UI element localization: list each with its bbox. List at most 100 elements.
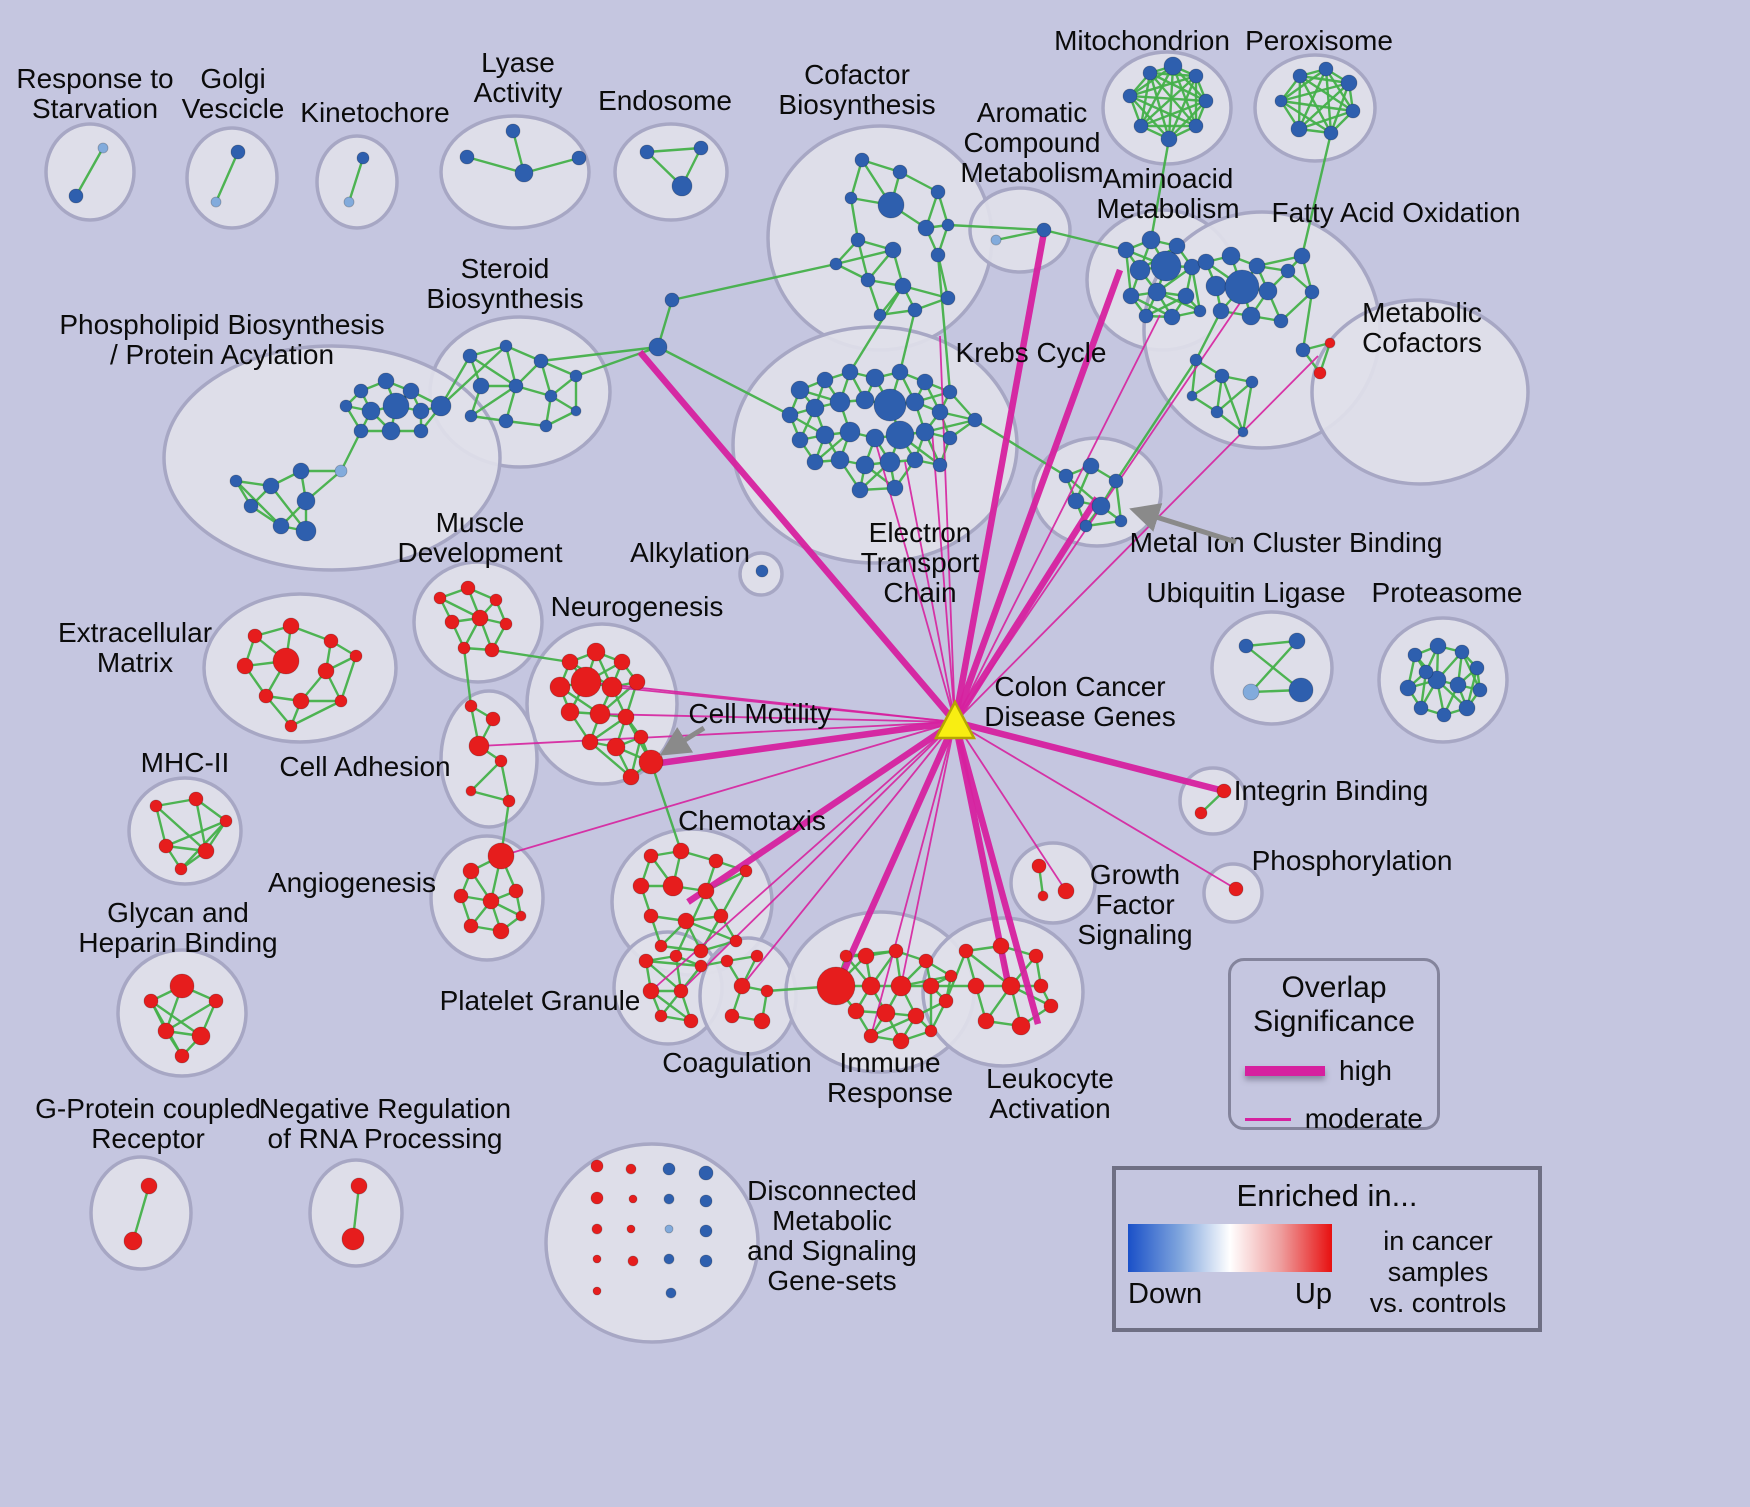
gene-set-node-fatty-acid-oxidation [1212,302,1230,320]
gene-set-node-disconnected-gene-sets [662,1162,676,1176]
gene-set-node-platelet-granule [638,953,654,969]
gene-set-node-electron-transport-chain [905,392,925,412]
gene-set-node-electron-transport-chain [873,388,907,422]
gene-set-node-neurogenesis [638,749,664,775]
overlap-link-high [951,231,1048,723]
gene-set-edge [645,960,682,992]
gene-set-node-electron-transport-chain [830,450,850,470]
cluster-label-neurogenesis: Neurogenesis [551,591,724,622]
cluster-label-mhc-ii: MHC-II [141,747,230,778]
gene-set-edge [646,146,702,154]
gene-set-edge [835,248,894,266]
gene-set-node-disconnected-gene-sets [591,1223,603,1235]
cluster-label-angiogenesis: Angiogenesis [268,867,436,898]
cluster-label-electron-transport-chain: Transport [861,547,980,578]
gene-set-node-chemotaxis [677,912,695,930]
cluster-label-extracellular-matrix: Matrix [97,647,173,678]
gene-set-node-disconnected-gene-sets [628,1194,638,1204]
gene-set-node-steroid-biosynthesis [498,413,514,429]
gene-set-node-disconnected-gene-sets [663,1193,675,1205]
gene-set-node-lyase-activity [505,123,521,139]
gene-set-edge [1280,291,1313,322]
gene-set-node-phospholipid-biosynthesis-protein-acylation [430,395,452,417]
cluster-coagulation-ellipse [698,936,798,1056]
gene-set-node-steroid-biosynthesis [464,409,478,423]
gene-set-node-cell-adhesion [494,754,508,768]
gene-set-node-disconnected-gene-sets [665,1287,677,1299]
gene-set-node-immune-response [890,975,912,997]
gene-set-node-electron-transport-chain [855,390,875,410]
gene-set-node-g-protein-coupled-receptor [140,1177,158,1195]
colon-cancer-hub-label: Colon Cancer [994,671,1165,702]
gene-set-node-chemotaxis [713,908,729,924]
cluster-lyase-activity-ellipse [439,114,591,230]
gene-set-node-chemotaxis [729,934,743,948]
gene-set-node-phospholipid-biosynthesis-protein-acylation [377,372,395,390]
gene-set-node-integrin-binding [1216,783,1232,799]
gene-set-node-phospholipid-biosynthesis-protein-acylation [361,401,381,421]
gene-set-node-aminoacid-metabolism [1129,259,1151,281]
gene-set-node-aminoacid-metabolism [1177,287,1195,305]
overlap-link-moderate [500,721,956,857]
gene-set-node-electron-transport-chain [942,430,958,446]
gene-set-node-neurogenesis [606,737,626,757]
gene-set-edge [347,157,365,203]
gene-set-node-proteasome [1418,664,1434,680]
gene-set-node-muscle-development [444,614,460,630]
gene-set-node-coagulation [720,954,734,968]
gene-set-node-disconnected-gene-sets [590,1159,604,1173]
gene-set-node-mhc-ii [174,862,188,876]
cluster-label-phospholipid-biosynthesis-protein-acylation: Phospholipid Biosynthesis [59,309,384,340]
gene-set-edge [235,480,282,527]
cell-motility-arrow [659,725,706,756]
overlap-link-moderate [954,355,1319,723]
gene-set-node-immune-response [857,947,875,965]
gene-set-node-cofactor-biosynthesis [907,302,923,318]
gene-set-node-platelet-granule [642,982,660,1000]
cluster-golgi-vescicle-ellipse [185,126,279,230]
gene-set-node-angiogenesis [453,888,469,904]
gene-set-node-phospholipid-biosynthesis-protein-acylation [402,382,420,400]
gene-set-node-aminoacid-metabolism [1122,287,1140,305]
cluster-cell-adhesion-ellipse [439,689,539,829]
gene-set-edge [1245,639,1298,648]
gene-set-node-phosphorylation [1228,881,1244,897]
gene-set-node-steroid-biosynthesis [508,378,524,394]
overlap-link-moderate [741,721,956,987]
gene-set-edge [1298,75,1333,134]
gene-set-node-response-to-starvation [97,142,109,154]
gene-set-node-cell-adhesion [485,711,501,727]
gene-set-node-cofactor-biosynthesis [894,277,912,295]
gene-set-node-angiogenesis [508,883,524,899]
cluster-label-leukocyte-activation: Activation [989,1093,1110,1124]
gene-set-bridge-edge [936,254,952,393]
gene-set-node-steroid-biosynthesis [472,377,490,395]
gene-set-node-electron-transport-chain [916,373,934,391]
gene-set-node-cofactor-biosynthesis [892,164,908,180]
gene-set-bridge-edge [947,223,1045,232]
overlap-legend-item-moderate: moderate [1245,1103,1423,1135]
cluster-label-leukocyte-activation: Leukocyte [986,1063,1114,1094]
gene-set-node-chemotaxis [693,943,709,959]
gene-set-node-muscle-development [433,591,447,605]
gene-set-node-glycan-and-heparin-binding [191,1026,211,1046]
gene-set-node-peroxisome [1318,61,1334,77]
gene-set-node-leukocyte-activation [1033,978,1049,994]
gene-set-node-mhc-ii [188,791,204,807]
gene-set-node-cofactor-biosynthesis [844,191,858,205]
cluster-label-cell-motility: Cell Motility [688,698,831,729]
gene-set-bridge-edge [657,345,791,417]
gene-set-edge [469,354,517,388]
layer-annotations [659,503,1237,756]
gene-set-node-phospholipid-biosynthesis-protein-acylation [243,498,259,514]
gene-set-edge [470,760,502,792]
gene-set-node-mitochondrion [1160,130,1178,148]
gene-set-edge [1297,75,1302,130]
overlap-link-moderate [680,721,956,992]
gene-set-edge [131,1185,151,1242]
gene-set-edge [1299,74,1354,113]
gene-set-node-leukocyte-activation [967,977,985,995]
gene-set-bridge-edge [848,285,905,373]
gene-set-node-aminoacid-metabolism [1150,250,1182,282]
gene-set-node-chemotaxis [697,882,715,900]
